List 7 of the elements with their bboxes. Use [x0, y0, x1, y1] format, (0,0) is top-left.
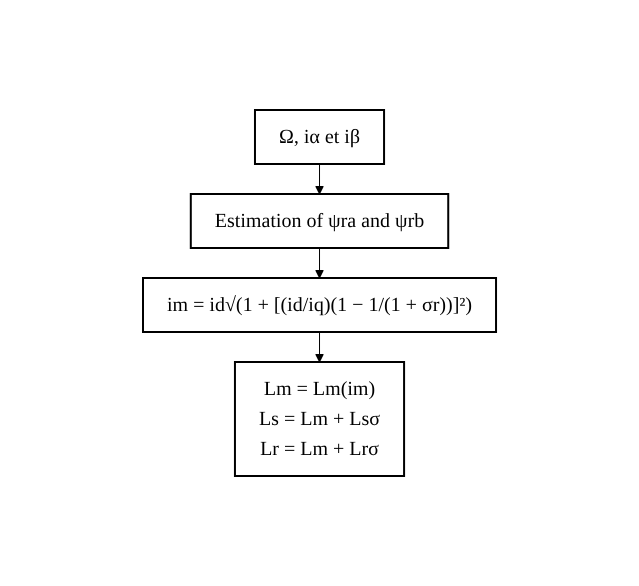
node-box: Estimation of ψra and ψrb — [190, 193, 450, 249]
arrow — [315, 248, 324, 278]
arrow — [315, 332, 324, 362]
node-box: im = id√(1 + [(id/iq)(1 − 1/(1 + σr))]²) — [142, 277, 498, 333]
arrow — [315, 164, 324, 194]
node-box: Lm = Lm(im) Ls = Lm + Lsσ Lr = Lm + Lrσ — [234, 361, 406, 477]
node-box: Ω, iα et iβ — [254, 109, 386, 165]
